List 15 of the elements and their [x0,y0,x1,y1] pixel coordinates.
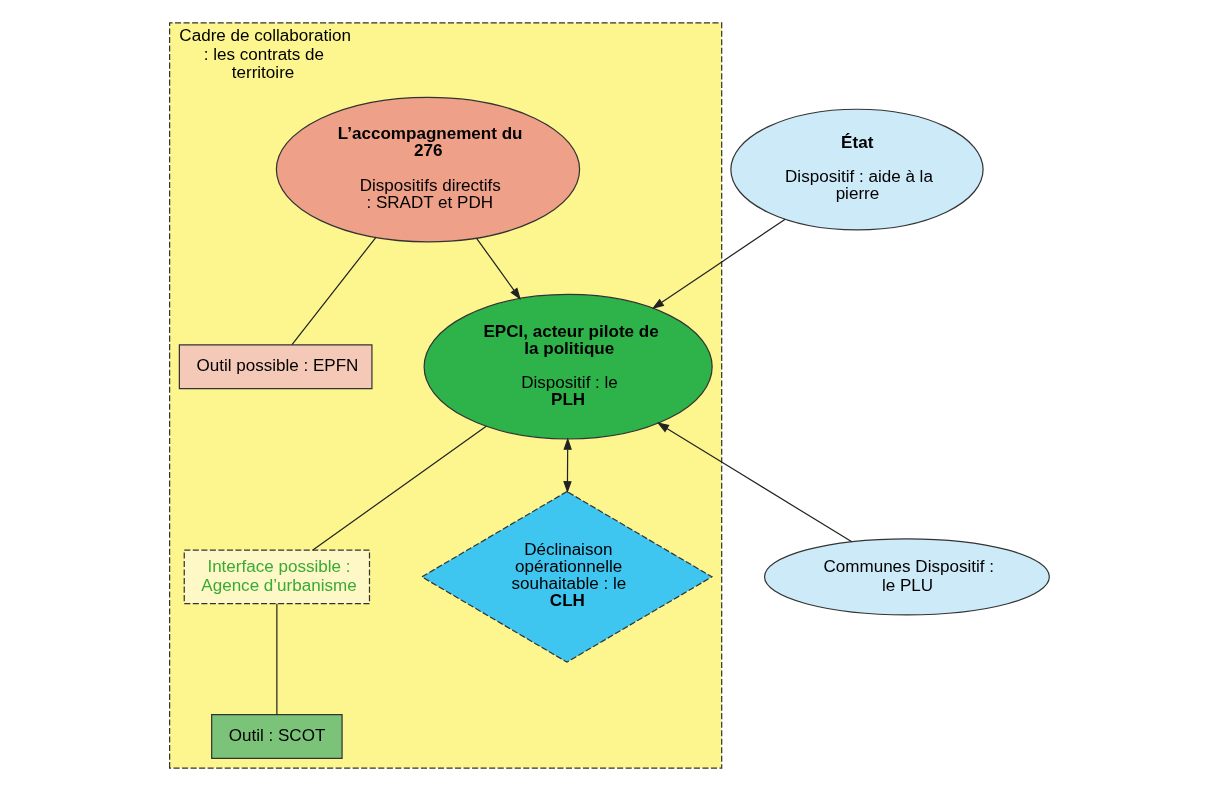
arrow [651,218,786,310]
arrow [476,237,521,300]
node-ellipse: État Dispositif : aide à la pierre [730,108,984,231]
node-ellipse: Communes Dispositif : le PLU [763,538,1050,616]
arrow [656,422,853,543]
node-box: Outil : SCOT [211,713,343,760]
arrow [563,437,572,494]
connector [291,237,377,346]
node-ellipse: EPCI, acteur pilote de la politique Dispositif : le PLH [423,293,713,440]
node-diamond: Déclinaison opérationnelle souhaitable : le CLH [420,490,714,663]
node-box: Interface possible : Agence d’urbanisme [183,549,371,605]
connector [276,603,278,715]
node-ellipse: L’accompagnement du 276 Dispositifs directifs : SRADT et PDH [275,96,581,243]
node-box: Outil possible : EPFN [178,344,373,390]
connector [312,425,487,551]
